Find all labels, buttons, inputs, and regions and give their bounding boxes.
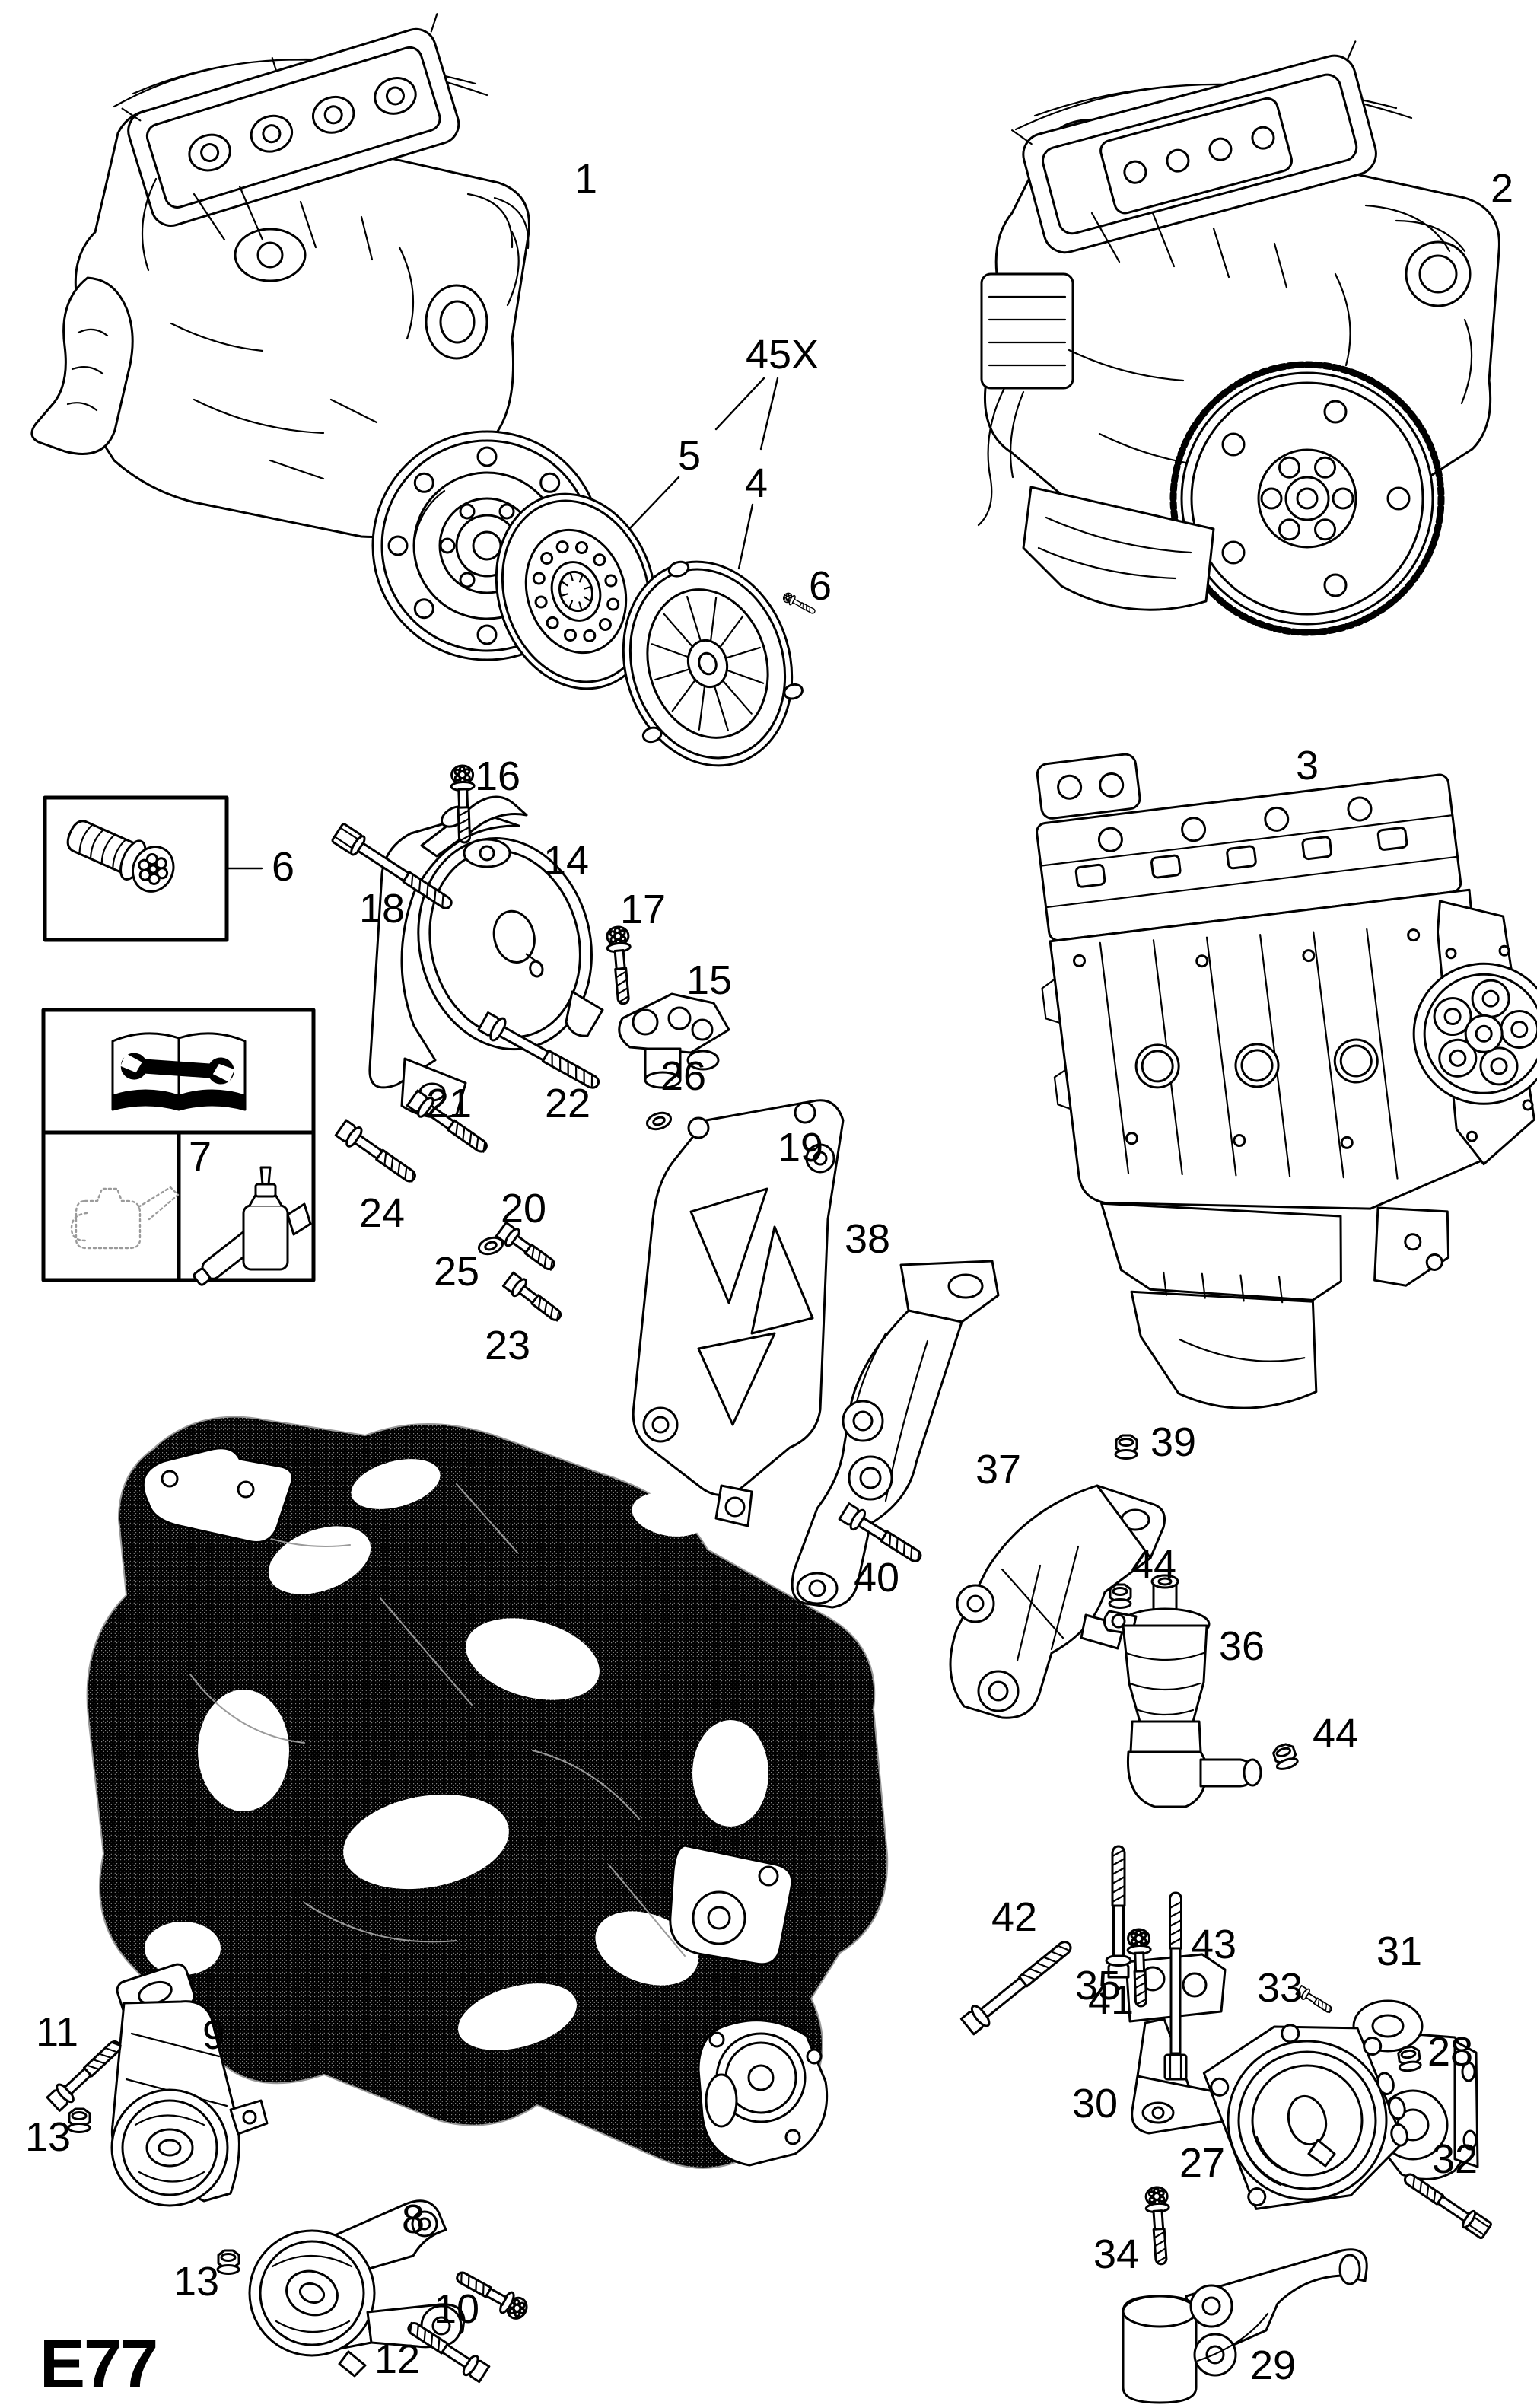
bolt-24-icon xyxy=(333,1117,422,1190)
bolt-20-icon xyxy=(494,1220,560,1276)
engine-mount-36-illustration xyxy=(1103,1574,1262,1808)
bolt-33-icon xyxy=(1294,1984,1335,2017)
bracket-15-illustration xyxy=(618,992,730,1089)
manual-book-icon xyxy=(111,1032,247,1111)
washer-25-icon xyxy=(476,1234,506,1258)
leader-lines xyxy=(225,377,779,870)
clutch-disc-illustration xyxy=(495,492,657,690)
engine-assembly-3-illustration xyxy=(1036,753,1537,1409)
ghost-engine-side-mount xyxy=(669,1844,794,1966)
bolt-32-icon xyxy=(1399,2168,1494,2241)
bracket-37-illustration xyxy=(949,1484,1166,1719)
bracket-29-illustration xyxy=(1122,2248,1368,2404)
bolt-34-icon xyxy=(1143,2185,1174,2266)
diagram-code: E77 xyxy=(40,2327,158,2403)
wrench-icon xyxy=(120,1053,235,1085)
oil-can-icon xyxy=(70,1186,180,1250)
engine-mount-27-illustration xyxy=(1202,2024,1408,2210)
leader-line-0 xyxy=(714,377,765,431)
fastener-box-6 xyxy=(43,795,229,942)
bolt-23-icon xyxy=(501,1270,567,1327)
bracket-38-illustration xyxy=(791,1260,1000,1609)
nut-44-icon xyxy=(1108,1583,1132,1609)
leader-line-3 xyxy=(737,503,754,570)
bracket-19-illustration xyxy=(632,1099,845,1527)
leader-line-2 xyxy=(628,476,680,530)
nut-13b-icon xyxy=(216,2249,240,2275)
clutch-bolt-6-icon xyxy=(781,591,818,617)
bolt-17-icon xyxy=(604,925,637,1006)
engine-assembly-2-illustration xyxy=(977,40,1500,636)
washer-26-icon xyxy=(644,1109,674,1133)
engine-mount-8-illustration xyxy=(248,2199,466,2378)
ghost-engine-front-bracket xyxy=(142,1447,294,1543)
clutch-pressure-plate-illustration xyxy=(622,560,804,767)
nut-28-icon xyxy=(1395,2044,1423,2073)
nut-39-icon xyxy=(1114,1434,1138,1460)
engine-mount-9-illustration xyxy=(110,1963,269,2207)
nut-44b-icon xyxy=(1270,1741,1300,1773)
sealant-bottle-icon xyxy=(193,1166,312,1286)
bolt-41-icon xyxy=(1105,1845,1132,1979)
bolt-42-icon xyxy=(959,1933,1078,2037)
ghost-engine-illustration xyxy=(86,1416,889,2169)
nut-13a-icon xyxy=(67,2107,91,2133)
info-boxes xyxy=(41,1008,316,1286)
leader-line-1 xyxy=(759,377,779,451)
ghost-engine-pump xyxy=(697,2019,829,2167)
